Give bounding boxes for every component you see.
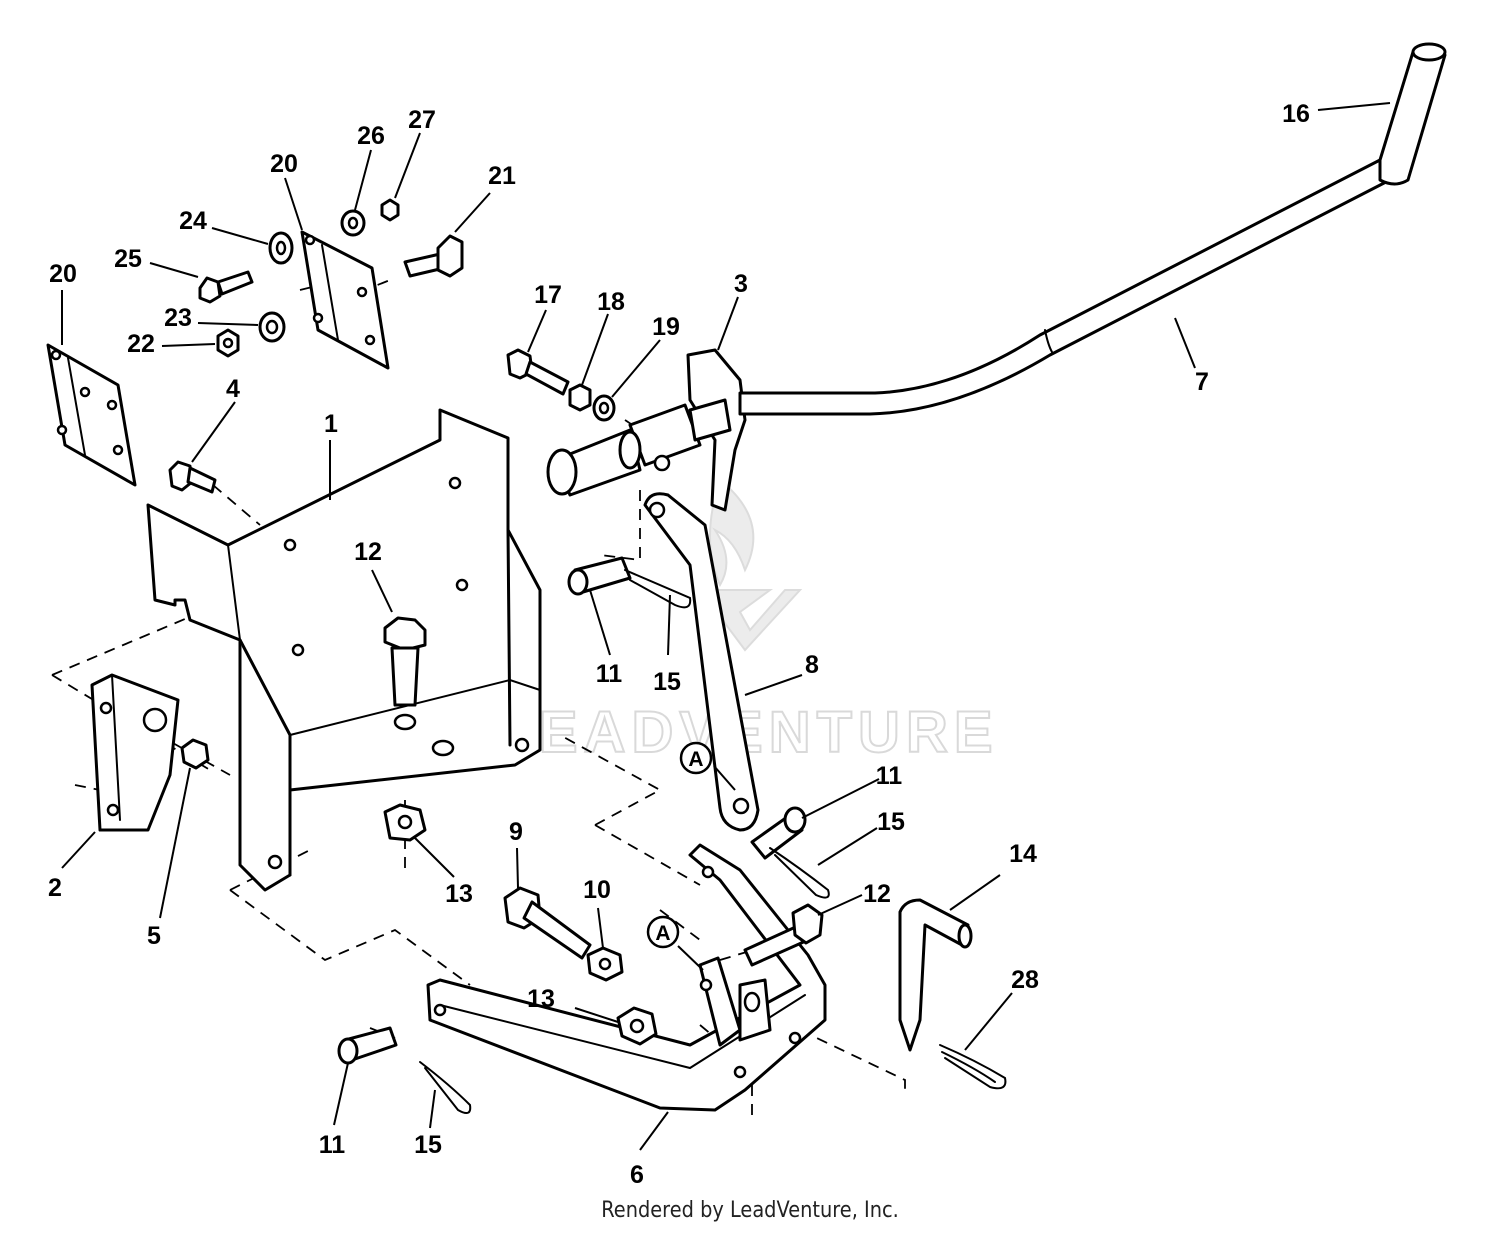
part-1-bracket: [146, 408, 542, 892]
callout-6: 6: [630, 1161, 644, 1189]
callout-11-lower: 11: [319, 1131, 346, 1159]
part-25-bolt: [198, 270, 254, 304]
part-13-nut-upper: [383, 803, 427, 842]
callout-15-upper: 15: [653, 668, 681, 696]
part-20-plate-left: [46, 343, 137, 487]
callout-27: 27: [408, 106, 436, 134]
part-4-bolt: [168, 460, 217, 494]
callout-2: 2: [48, 874, 62, 902]
callout-11-middle: 11: [876, 762, 903, 790]
callout-21: 21: [488, 162, 516, 190]
callout-5: 5: [147, 922, 161, 950]
part-19-washer: [592, 394, 616, 422]
part-28-clip: [939, 1044, 1007, 1090]
callout-1: 1: [324, 410, 338, 438]
callout-26: 26: [357, 122, 385, 150]
callout-7: 7: [1195, 368, 1209, 396]
svg-text:A: A: [688, 748, 703, 771]
part-15-clip-lower: [419, 1061, 472, 1115]
callout-24: 24: [179, 207, 207, 235]
callout-15-lower: 15: [414, 1131, 442, 1159]
part-27-nut: [380, 198, 400, 222]
part-24-washer: [268, 231, 294, 265]
watermark: LEADVENTURE: [496, 478, 994, 766]
part-6-frame: [426, 843, 827, 1112]
callout-labels: 1 2 3 4 5 6 7 8 9 10 11 11 11 12 12 13 1…: [48, 100, 1310, 1189]
callout-28: 28: [1011, 966, 1039, 994]
callout-12-lower: 12: [863, 880, 891, 908]
part-11-pin-lower: [337, 1026, 398, 1065]
part-12-bolt-upper: [383, 616, 427, 707]
part-23-washer: [258, 311, 286, 343]
leader-lines: [61, 102, 1391, 1151]
callout-12-upper: 12: [354, 538, 382, 566]
callout-25: 25: [114, 245, 142, 273]
callout-10: 10: [583, 876, 611, 904]
part-15-clip-middle: [769, 847, 830, 899]
reference-marker-a-upper: A: [679, 741, 713, 775]
part-3-bracket: [546, 348, 747, 512]
part-5-nut: [180, 738, 210, 770]
reference-marker-a-lower: A: [646, 915, 680, 949]
part-7-lift-handle: [738, 158, 1388, 416]
callout-11-upper: 11: [596, 660, 623, 688]
callout-23: 23: [164, 304, 192, 332]
callout-4: 4: [226, 375, 240, 403]
part-11-pin-middle: [750, 806, 807, 860]
part-14-handle-pin: [898, 898, 973, 1052]
callout-8: 8: [805, 651, 819, 679]
callout-18: 18: [597, 288, 625, 316]
part-12-bolt-lower: [743, 903, 824, 967]
callout-20-right: 20: [270, 150, 298, 178]
part-15-clip-upper: [624, 569, 692, 609]
callout-3: 3: [734, 270, 748, 298]
callout-16: 16: [1282, 100, 1310, 128]
callout-22: 22: [127, 330, 155, 358]
callout-13-upper: 13: [445, 880, 473, 908]
part-26-washer: [340, 209, 366, 237]
callout-20-left: 20: [49, 260, 77, 288]
callout-9: 9: [509, 818, 523, 846]
part-10-nut: [586, 946, 624, 982]
callout-19: 19: [652, 313, 680, 341]
callout-15-middle: 15: [877, 808, 905, 836]
part-2-bracket: [90, 673, 180, 832]
callout-14: 14: [1009, 840, 1037, 868]
svg-text:A: A: [655, 922, 670, 945]
part-22-nut: [216, 328, 240, 358]
part-11-pin-upper: [567, 556, 632, 596]
part-8-link: [643, 492, 760, 832]
part-16-grip: [1378, 42, 1447, 186]
part-18-nut: [568, 383, 592, 412]
callout-13-lower: 13: [527, 985, 555, 1013]
part-20-plate-right: [300, 230, 390, 370]
part-17-bolt: [506, 348, 570, 396]
part-9-bolt: [503, 886, 592, 960]
part-13-nut-lower: [616, 1006, 658, 1046]
footer-credit: Rendered by LeadVenture, Inc.: [601, 1198, 899, 1223]
callout-17: 17: [534, 281, 562, 309]
part-21-bolt: [403, 234, 464, 278]
